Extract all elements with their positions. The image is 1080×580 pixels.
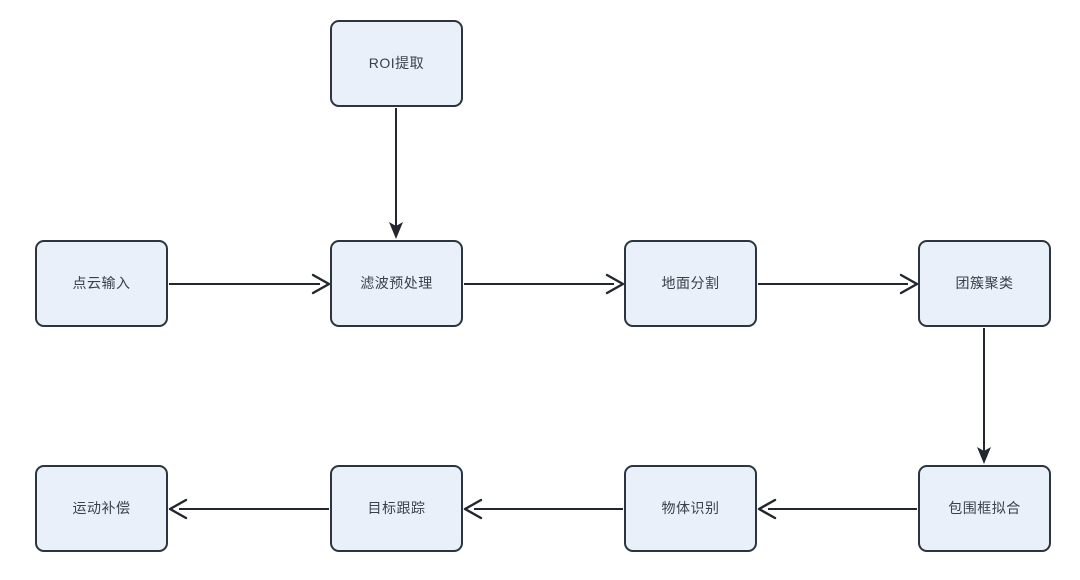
node-roi-extraction[interactable]: ROI提取 [330,20,463,107]
edge-filter-to-ground [464,273,625,295]
node-point-cloud-input[interactable]: 点云输入 [35,240,168,327]
node-label: 运动补偿 [72,500,131,517]
node-motion-compensation[interactable]: 运动补偿 [35,465,168,552]
node-label: ROI提取 [368,55,425,72]
node-label: 点云输入 [72,275,131,292]
node-object-recognition[interactable]: 物体识别 [624,465,757,552]
node-filter-preprocessing[interactable]: 滤波预处理 [330,240,463,327]
node-label: 地面分割 [661,275,720,292]
edge-ground-to-cluster [758,273,919,295]
node-label: 团簇聚类 [955,275,1014,292]
edge-bbox-to-recog [757,498,917,520]
edge-roi-to-filter [389,108,403,239]
node-ground-segmentation[interactable]: 地面分割 [624,240,757,327]
node-label: 滤波预处理 [360,275,433,292]
edge-track-to-motion [168,498,329,520]
node-target-tracking[interactable]: 目标跟踪 [330,465,463,552]
node-cluster-clustering[interactable]: 团簇聚类 [918,240,1051,327]
node-bounding-box-fitting[interactable]: 包围框拟合 [918,465,1051,552]
edge-input-to-filter [169,273,331,295]
node-label: 目标跟踪 [367,500,426,517]
node-label: 物体识别 [661,500,720,517]
edge-cluster-to-bbox [977,328,991,464]
edge-recog-to-track [463,498,623,520]
node-label: 包围框拟合 [948,500,1021,517]
